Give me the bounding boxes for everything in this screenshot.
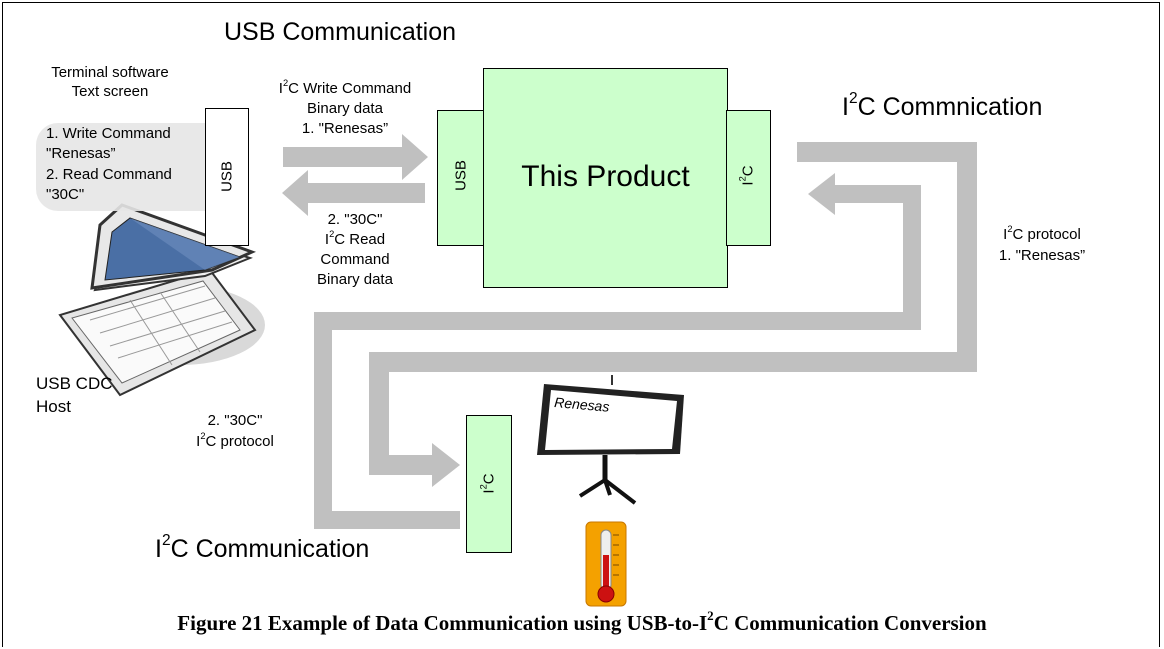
read-command-word: Command	[320, 251, 390, 268]
product-usb-port	[437, 110, 485, 246]
host-usb-label: USB	[218, 161, 236, 192]
write-renesas-label: 1. "Renesas”	[301, 120, 389, 137]
product-i2c-port	[726, 110, 771, 246]
laptop-icon	[58, 203, 265, 397]
bubble-renesas: "Renesas”	[46, 145, 116, 162]
product-usb-label: USB	[452, 160, 470, 191]
read-command-label: I2C Read	[324, 228, 386, 248]
bubble-write-command: 1. Write Command	[46, 125, 171, 142]
display-board-icon	[537, 375, 684, 505]
read-30c-label: 2. "30C"	[327, 211, 383, 228]
this-product-box	[483, 68, 728, 288]
i2c-out-path	[369, 142, 977, 475]
left-protocol-label: I2C protocol	[196, 430, 274, 450]
i2c-return-arrowhead	[808, 173, 835, 215]
left-30c-label: 2. "30C"	[207, 412, 263, 429]
bubble-read-command: 2. Read Command	[46, 166, 172, 183]
command-bubble	[36, 123, 234, 211]
usb-cdc-label: USB CDC	[36, 374, 113, 393]
i2c-communication-right-title: I2C Commnication	[842, 90, 1043, 121]
device-i2c-label: I2C	[478, 473, 498, 494]
read-binary-label: Binary data	[317, 271, 393, 288]
i2c-communication-bottom-title: I2C Communication	[155, 532, 370, 563]
usb-communication-title: USB Communication	[224, 18, 457, 46]
device-i2c-port	[466, 415, 512, 553]
right-renesas-label: 1. "Renesas”	[998, 247, 1086, 264]
host-label: Host	[36, 397, 71, 416]
terminal-software-label: Terminal software	[51, 64, 169, 81]
read-arrow	[282, 170, 425, 216]
product-i2c-label: I2C	[737, 165, 757, 186]
figure-caption: Figure 21 Example of Data Communication …	[177, 608, 987, 635]
thermometer-icon	[585, 521, 627, 607]
write-arrow	[283, 134, 428, 180]
write-binary-label: Binary data	[307, 100, 383, 117]
right-protocol-label: I2C protocol	[1003, 223, 1081, 243]
host-usb-tab	[205, 108, 249, 246]
i2c-out-arrowhead	[432, 443, 460, 487]
bubble-30c: "30C"	[46, 186, 85, 203]
text-screen-label: Text screen	[71, 83, 149, 100]
write-command-label: I2C Write Command	[278, 77, 412, 97]
this-product-label: This Product	[521, 160, 690, 193]
i2c-return-path	[314, 185, 921, 529]
